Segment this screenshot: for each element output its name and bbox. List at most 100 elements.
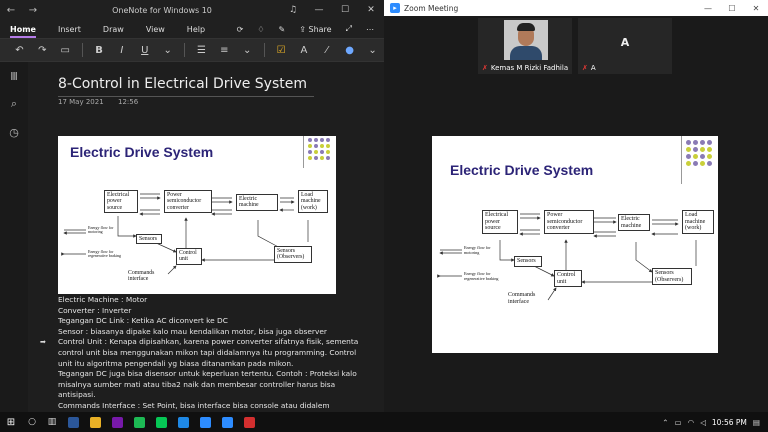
bold-icon[interactable]: B bbox=[95, 44, 103, 56]
chevron-down-icon[interactable]: ⌄ bbox=[163, 44, 172, 56]
pen-icon[interactable]: ✎ bbox=[278, 24, 286, 34]
taskbar-app-edge-icon[interactable] bbox=[62, 412, 84, 432]
taskbar-app-discord-icon[interactable] bbox=[172, 412, 194, 432]
bell-icon[interactable]: ♫ bbox=[288, 5, 298, 15]
slide-divider-line bbox=[681, 136, 682, 184]
slide: Electric Drive System bbox=[58, 136, 336, 294]
back-arrow-icon[interactable]: ← bbox=[6, 4, 16, 16]
style-icon[interactable]: A bbox=[300, 44, 308, 56]
close-icon[interactable]: ✕ bbox=[367, 5, 375, 15]
note-line: Converter : Inverter bbox=[58, 305, 132, 315]
zoom-logo-icon: ▸ bbox=[390, 3, 400, 13]
dot bbox=[308, 150, 312, 154]
dot bbox=[326, 144, 330, 148]
participant-video bbox=[504, 20, 548, 60]
diagram-wires bbox=[58, 193, 309, 275]
redo-icon[interactable]: ↷ bbox=[38, 44, 47, 56]
dot bbox=[700, 161, 705, 166]
participant-tile[interactable]: A ✗ A bbox=[578, 18, 672, 74]
block-electrical-power-source: Electrical power source bbox=[104, 190, 138, 214]
undo-icon[interactable]: ↶ bbox=[15, 44, 24, 56]
mic-muted-icon: ✗ bbox=[582, 64, 588, 72]
legend-energy-flow-braking: Energy flow for regenerative braking bbox=[88, 249, 121, 259]
maximize-icon[interactable]: ☐ bbox=[340, 5, 350, 15]
mic-muted-icon: ✗ bbox=[482, 64, 488, 72]
close-icon[interactable]: ✕ bbox=[752, 3, 760, 13]
onenote-page-canvas[interactable]: 8-Control in Electrical Drive System 17 … bbox=[28, 62, 384, 412]
block-sensors-observers: Sensors (Observers) bbox=[274, 246, 312, 263]
taskbar-app-explorer-icon[interactable] bbox=[84, 412, 106, 432]
taskbar-app-line-icon[interactable] bbox=[150, 412, 172, 432]
notebooks-icon[interactable]: Ⅲ bbox=[10, 69, 18, 83]
taskbar-app-pdf-icon[interactable] bbox=[238, 412, 260, 432]
clock-time[interactable]: 10:56 PM bbox=[711, 417, 747, 427]
tab-home[interactable]: Home bbox=[10, 24, 36, 38]
block-control-unit: Control unit bbox=[554, 270, 582, 288]
taskbar-app-spotify-icon[interactable] bbox=[128, 412, 150, 432]
sync-icon[interactable]: ⟳ bbox=[236, 24, 244, 34]
tray-expand-icon[interactable]: ⌃ bbox=[662, 417, 669, 427]
tag-icon[interactable]: ☑ bbox=[276, 44, 286, 56]
taskbar-app-onenote-icon[interactable] bbox=[106, 412, 128, 432]
windows-start-icon[interactable]: ⊞ bbox=[6, 416, 16, 428]
expand-icon[interactable]: ⤢ bbox=[345, 24, 352, 33]
page-title[interactable]: 8-Control in Electrical Drive System bbox=[58, 76, 308, 92]
paragraph-handle-icon[interactable]: ➡ bbox=[40, 338, 46, 346]
app-tile bbox=[155, 416, 167, 428]
taskbar-app-zoom-icon[interactable] bbox=[194, 412, 216, 432]
dot bbox=[700, 154, 705, 159]
dot bbox=[707, 140, 712, 145]
maximize-icon[interactable]: ☐ bbox=[728, 3, 736, 13]
share-button[interactable]: ⇪ Share bbox=[299, 25, 331, 34]
taskbar-app-zoom-meeting-icon[interactable] bbox=[216, 412, 238, 432]
notifications-icon[interactable]: ▤ bbox=[752, 417, 760, 427]
search-icon[interactable]: ⌕ bbox=[10, 97, 18, 110]
page-notes[interactable]: Electric Machine : Motor Converter : Inv… bbox=[58, 295, 358, 412]
dot bbox=[686, 147, 691, 152]
tab-draw[interactable]: Draw bbox=[102, 24, 124, 34]
zoom-window-title: Zoom Meeting bbox=[404, 3, 459, 13]
app-tile bbox=[89, 416, 101, 428]
dot bbox=[314, 156, 318, 160]
bell-icon[interactable]: ♢ bbox=[257, 24, 265, 34]
tray-monitor-icon[interactable]: ▭ bbox=[674, 417, 682, 427]
dictate-icon[interactable]: ● bbox=[345, 44, 355, 56]
search-icon[interactable]: ○ bbox=[28, 417, 36, 427]
pasted-slide-image[interactable]: Electric Drive System bbox=[58, 136, 336, 294]
slide-dot-pattern bbox=[686, 140, 712, 166]
chevron-down-icon[interactable]: ⌄ bbox=[243, 44, 252, 56]
wifi-icon[interactable]: ◠ bbox=[687, 417, 695, 427]
task-view-icon[interactable]: ▥ bbox=[47, 417, 57, 427]
share-label: Share bbox=[308, 24, 332, 34]
chevron-down-icon[interactable]: ⌄ bbox=[368, 44, 377, 56]
app-tile bbox=[221, 416, 233, 428]
minimize-icon[interactable]: — bbox=[314, 5, 324, 15]
recent-clock-icon[interactable]: ◷ bbox=[9, 125, 19, 139]
volume-icon[interactable]: ◁ bbox=[700, 417, 706, 427]
slide-title: Electric Drive System bbox=[450, 162, 594, 178]
underline-icon[interactable]: U bbox=[141, 44, 149, 56]
block-load-machine: Load machine (work) bbox=[682, 210, 714, 234]
participant-tile[interactable]: ✗ Kemas M Rizki Fadhila bbox=[478, 18, 572, 74]
dot bbox=[308, 144, 312, 148]
forward-arrow-icon[interactable]: → bbox=[28, 4, 38, 16]
note-line: misalnya sumber mati atau tiba2 naik dan… bbox=[58, 379, 336, 389]
block-power-semiconductor-converter: Power semiconductor converter bbox=[544, 210, 594, 234]
note-line: Tegangan DC Link : Ketika AC diconvert k… bbox=[58, 316, 228, 326]
clipboard-icon[interactable]: ▭ bbox=[60, 44, 70, 56]
shared-screen[interactable]: Electric Drive System bbox=[432, 136, 718, 353]
dot bbox=[693, 161, 698, 166]
participant-initial: A bbox=[620, 36, 630, 49]
tab-insert[interactable]: Insert bbox=[57, 24, 81, 34]
numbered-list-icon[interactable]: ≡ bbox=[220, 44, 229, 56]
menubar-right-tools: ⟳ ♢ ✎ ⇪ Share ⤢ ⋯ bbox=[237, 24, 384, 34]
italic-icon[interactable]: I bbox=[120, 44, 124, 56]
tab-view[interactable]: View bbox=[145, 24, 165, 34]
highlighter-icon[interactable]: ⁄ bbox=[325, 44, 328, 56]
more-icon[interactable]: ⋯ bbox=[366, 24, 374, 34]
bullet-list-icon[interactable]: ☰ bbox=[196, 44, 206, 56]
page-time: 12:56 bbox=[118, 98, 139, 106]
minimize-icon[interactable]: — bbox=[704, 3, 712, 13]
app-tile bbox=[133, 416, 145, 428]
tab-help[interactable]: Help bbox=[186, 24, 206, 34]
